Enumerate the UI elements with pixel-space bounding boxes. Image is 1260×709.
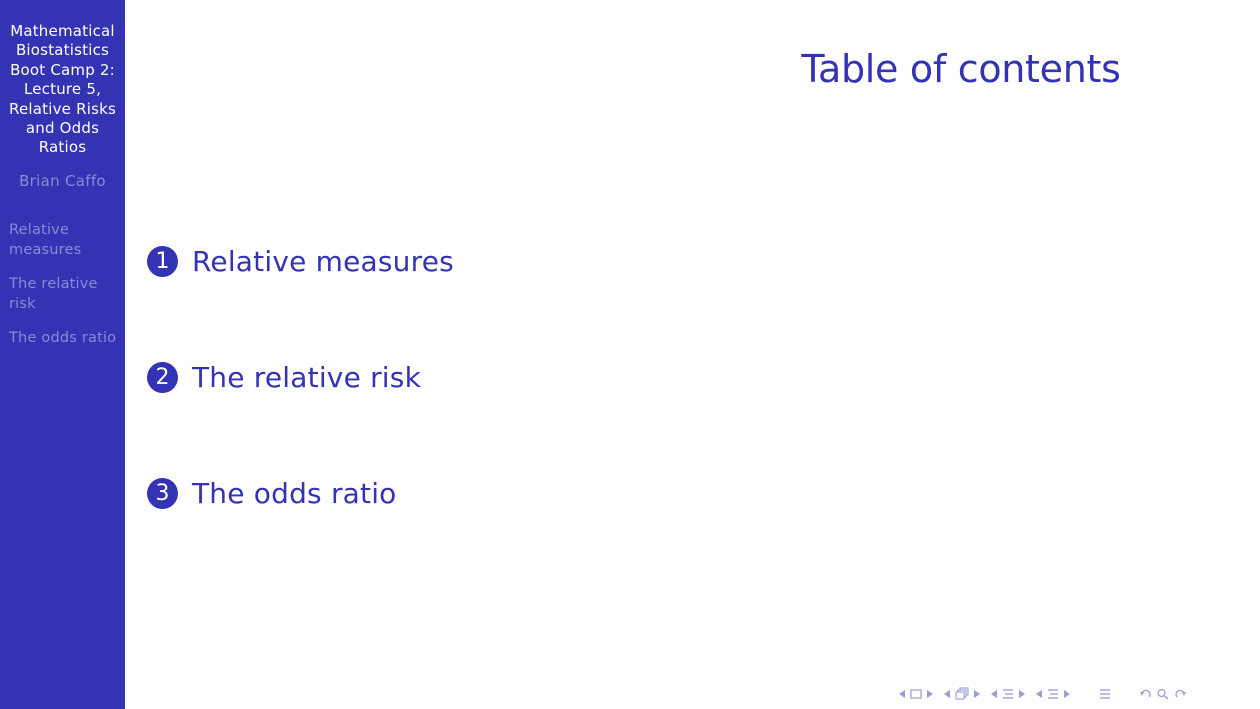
beamer-navigation-bar [898,685,1253,703]
sidebar: Mathematical Biostatistics Boot Camp 2: … [0,0,125,709]
slide-title: Table of contents [801,47,1121,91]
sidebar-item-relative-risk[interactable]: The relative risk [9,276,98,312]
next-document-arrow-icon[interactable] [1063,689,1071,699]
toc-number-badge: 2 [147,361,178,393]
sidebar-item-relative-measures[interactable]: Relative measures [9,222,82,258]
forward-icon[interactable] [1173,688,1187,700]
document-icon[interactable] [1046,688,1060,700]
appendix-navigation[interactable] [1098,688,1112,700]
document-navigation[interactable] [1035,688,1071,700]
search-icon[interactable] [1156,688,1170,700]
next-section-arrow-icon[interactable] [1018,689,1026,699]
prev-subsection-arrow-icon[interactable] [943,689,951,699]
subsection-navigation[interactable] [943,687,981,701]
prev-document-arrow-icon[interactable] [1035,689,1043,699]
section-icon[interactable] [1001,688,1015,700]
sidebar-nav: Relative measures The relative risk The … [9,221,123,364]
sidebar-item-odds-ratio[interactable]: The odds ratio [9,330,117,346]
toc-label: The relative risk [192,360,421,394]
toc-item-relative-measures[interactable]: 1 Relative measures [147,244,454,278]
subsection-icon[interactable] [954,687,970,701]
presentation-title: Mathematical Biostatistics Boot Camp 2: … [9,22,116,157]
section-navigation[interactable] [990,688,1026,700]
toc-item-relative-risk[interactable]: 2 The relative risk [147,360,421,394]
prev-frame-arrow-icon[interactable] [898,689,906,699]
author-name: Brian Caffo [19,172,106,190]
prev-section-arrow-icon[interactable] [990,689,998,699]
search-navigation[interactable] [1139,688,1187,700]
toc-item-odds-ratio[interactable]: 3 The odds ratio [147,476,397,510]
toc-number-badge: 1 [147,245,178,277]
appendix-icon[interactable] [1098,688,1112,700]
frame-navigation[interactable] [898,688,934,700]
next-frame-arrow-icon[interactable] [926,689,934,699]
toc-label: The odds ratio [192,476,397,510]
toc-number-badge: 3 [147,477,178,509]
toc-label: Relative measures [192,244,454,278]
next-subsection-arrow-icon[interactable] [973,689,981,699]
frame-icon[interactable] [909,688,923,700]
back-icon[interactable] [1139,688,1153,700]
